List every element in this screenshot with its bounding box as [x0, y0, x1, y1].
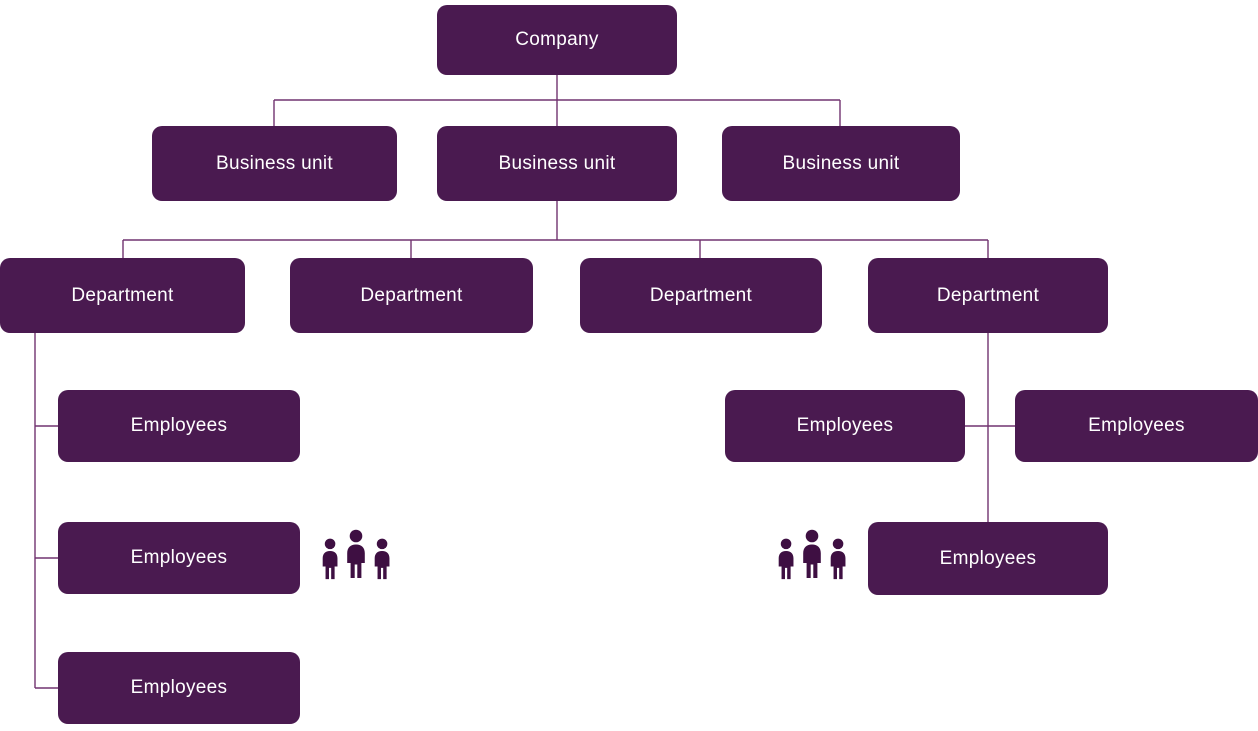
employees-node-left-3: Employees — [58, 652, 300, 724]
people-group-icon — [320, 527, 392, 589]
business-unit-label: Business unit — [216, 152, 333, 174]
employees-node-right-1: Employees — [725, 390, 965, 462]
department-label: Department — [936, 284, 1040, 306]
employees-label: Employees — [130, 547, 228, 568]
business-unit-node-3: Business unit — [722, 126, 960, 201]
business-unit-node-1: Business unit — [152, 126, 397, 201]
employees-node-left-1: Employees — [58, 390, 300, 462]
employees-node-left-2: Employees — [58, 522, 300, 594]
people-group-icon — [776, 527, 848, 589]
employees-node-right-2: Employees — [1015, 390, 1258, 462]
department-label: Department — [360, 284, 463, 306]
company-node: Company — [437, 5, 677, 75]
employees-label: Employees — [939, 547, 1037, 569]
employees-node-right-3: Employees — [868, 522, 1108, 595]
business-unit-label: Business unit — [782, 152, 900, 174]
department-label: Department — [71, 284, 174, 306]
employees-label: Employees — [796, 415, 894, 436]
department-node-4: Department — [868, 258, 1108, 333]
department-label: Department — [649, 284, 753, 306]
department-node-1: Department — [0, 258, 245, 333]
business-unit-label: Business unit — [498, 152, 616, 174]
department-node-2: Department — [290, 258, 533, 333]
employees-label: Employees — [130, 415, 228, 436]
employees-label: Employees — [130, 677, 228, 698]
business-unit-node-2: Business unit — [437, 126, 677, 201]
employees-label: Employees — [1088, 415, 1185, 436]
company-label: Company — [515, 29, 599, 50]
department-node-3: Department — [580, 258, 822, 333]
